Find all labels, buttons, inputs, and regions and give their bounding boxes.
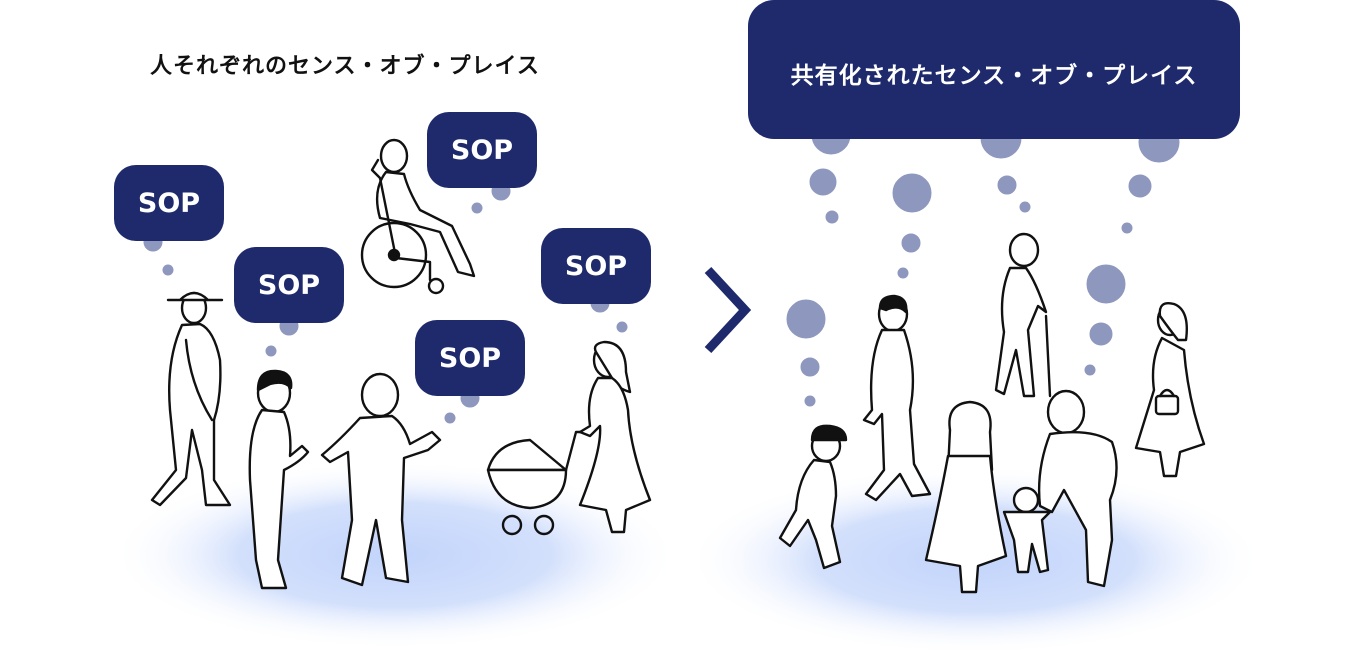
shared-dot <box>783 296 829 342</box>
thought-dot <box>159 261 177 279</box>
chevron-right-icon <box>704 266 752 354</box>
sop-bubble: SOP <box>114 165 224 241</box>
person-hat-walking <box>150 291 232 507</box>
shared-dot <box>894 264 912 282</box>
person-wheelchair <box>360 138 476 295</box>
sop-bubble: SOP <box>234 247 344 323</box>
shared-dot <box>822 207 842 227</box>
shared-dot <box>801 392 819 410</box>
shared-dot <box>994 172 1020 198</box>
person-woman-bag <box>1134 302 1206 478</box>
shared-title-box <box>748 0 1240 139</box>
thought-dot <box>441 409 459 427</box>
sop-bubble: SOP <box>541 228 651 304</box>
shared-dot <box>1083 261 1129 307</box>
person-running-child <box>778 424 848 570</box>
thought-dot <box>613 318 631 336</box>
person-child <box>320 372 442 587</box>
person-toddler <box>1002 486 1052 574</box>
sop-bubble: SOP <box>427 112 537 188</box>
thought-dot <box>262 342 280 360</box>
person-dark-hair <box>248 369 310 590</box>
sop-bubble: SOP <box>415 320 525 396</box>
shared-dot <box>1016 198 1034 216</box>
person-woman-stroller <box>578 340 652 534</box>
shared-dot <box>1086 319 1116 349</box>
shared-dot <box>898 230 924 256</box>
person-elderly-cane <box>994 232 1052 398</box>
shared-dot <box>889 170 935 216</box>
person-grandfather <box>1037 389 1118 588</box>
person-walking-man <box>862 294 932 502</box>
stroller <box>486 430 588 536</box>
shared-dot <box>797 354 823 380</box>
left-title: 人それぞれのセンス・オブ・プレイス <box>150 54 540 79</box>
shared-dot <box>806 165 840 199</box>
shared-dot <box>1125 171 1155 201</box>
right-title: 共有化されたセンス・オブ・プレイス <box>790 63 1198 89</box>
thought-dot <box>468 199 486 217</box>
shared-dot <box>1118 219 1136 237</box>
person-woman-longhair <box>924 400 1008 594</box>
shared-dot <box>1081 361 1099 379</box>
